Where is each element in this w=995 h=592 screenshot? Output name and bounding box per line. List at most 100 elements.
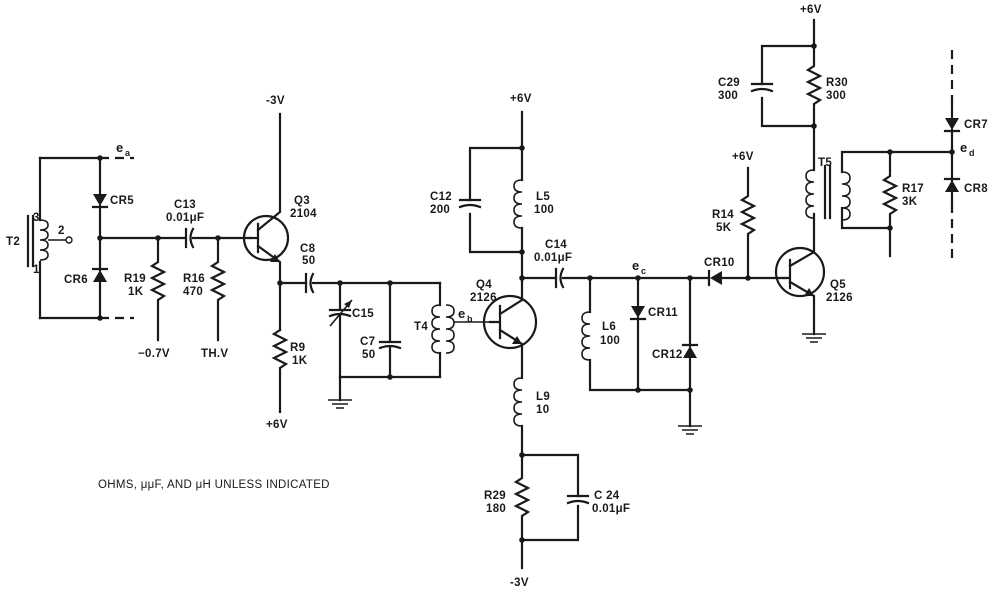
label-m07v: −0.7V <box>138 348 170 360</box>
label-q3: Q3 <box>294 195 310 207</box>
label-c14: C14 <box>545 239 567 251</box>
c15-arrowhead <box>344 300 352 308</box>
input-stage <box>26 155 252 342</box>
t5-primary-coil <box>805 169 815 219</box>
label-thv: TH.V <box>201 348 228 360</box>
q4-collector <box>498 276 524 316</box>
label-q3-m3v: -3V <box>266 95 285 107</box>
label-r16: R16 <box>183 273 205 285</box>
c12-capacitor <box>458 198 482 209</box>
label-t2: T2 <box>6 236 20 248</box>
label-t4: T4 <box>414 321 428 333</box>
r14-resistor <box>739 166 757 280</box>
label-r17-val: 3K <box>902 196 918 208</box>
r9-resistor <box>271 328 289 414</box>
q5-emitter-arrow <box>804 288 814 296</box>
q3-collector <box>256 112 282 232</box>
label-c12: C12 <box>430 191 452 203</box>
ec-network <box>581 275 702 435</box>
label-t2-pin2: 2 <box>58 225 65 237</box>
label-r29: R29 <box>484 490 506 502</box>
node-r30-bottom <box>811 123 817 129</box>
label-q5: Q5 <box>830 279 846 291</box>
label-c29-val: 300 <box>718 90 738 102</box>
label-cr11: CR11 <box>648 307 678 319</box>
label-r14: R14 <box>712 209 734 221</box>
label-c29: C29 <box>718 77 740 89</box>
r19-resistor <box>149 236 167 342</box>
q5-transistor <box>774 246 826 298</box>
label-c24: C 24 <box>594 490 620 502</box>
q5-collector <box>788 212 816 268</box>
node-r29-bottom <box>519 537 525 543</box>
r30-resistor <box>805 44 823 172</box>
q5-stage <box>707 166 826 343</box>
label-r9-val: 1K <box>292 355 308 367</box>
cr11-diode <box>631 306 645 318</box>
q4-transistor <box>482 294 538 350</box>
q3-transistor <box>242 214 290 262</box>
node-ed <box>949 149 955 155</box>
t2-tap-terminal <box>65 236 73 244</box>
label-l5-val: 100 <box>534 204 554 216</box>
label-q3-p6v: +6V <box>266 419 288 431</box>
label-r17: R17 <box>902 183 924 195</box>
label-c7-val: 50 <box>362 349 375 361</box>
label-ea: e <box>116 140 124 155</box>
label-ec-sub: c <box>641 266 646 276</box>
label-cr7: CR7 <box>964 119 988 131</box>
label-r14-p6v: +6V <box>732 151 754 163</box>
label-cr6: CR6 <box>64 274 88 286</box>
label-c8: C8 <box>300 243 316 255</box>
label-r19: R19 <box>124 273 146 285</box>
label-q4-val: 2126 <box>470 292 497 304</box>
label-c8-val: 50 <box>302 255 315 267</box>
c8-plate-b <box>309 272 315 294</box>
tank-c15-c7-t4 <box>328 280 490 409</box>
label-cr10: CR10 <box>704 257 735 269</box>
l6-inductor <box>581 311 591 361</box>
ground-cr12-symbol <box>678 425 702 435</box>
label-q4-m3v: -3V <box>510 577 529 589</box>
labels: T2 3 2 1 e a CR5 CR6 C13 0.01μF R19 1K R… <box>6 4 988 589</box>
node-cr12-bottom <box>687 387 693 393</box>
label-ec: e <box>632 258 640 273</box>
label-r30: R30 <box>826 77 848 89</box>
label-r30-val: 300 <box>826 90 846 102</box>
units-note: OHMS, μμF, AND μH UNLESS INDICATED <box>98 479 330 491</box>
label-l9: L9 <box>536 391 550 403</box>
q5-emitter <box>788 280 816 336</box>
q4-emitter <box>498 328 524 380</box>
label-q5-val: 2126 <box>826 292 853 304</box>
label-t5: T5 <box>818 157 832 169</box>
l9-inductor <box>513 377 523 427</box>
c24-capacitor <box>566 494 590 505</box>
t2-coil <box>39 219 49 261</box>
label-ed-sub: d <box>969 148 975 158</box>
cr5-diode <box>93 194 107 206</box>
wire-r29-c24-loop <box>520 453 580 542</box>
label-c13-val: 0.01μF <box>166 212 204 224</box>
t5-secondary-coil <box>841 171 851 221</box>
label-l6: L6 <box>602 321 616 333</box>
c14-plate-b <box>559 267 565 289</box>
label-top-p6v: +6V <box>800 4 822 16</box>
label-q3-val: 2104 <box>290 208 317 220</box>
c7-capacitor <box>378 281 402 379</box>
label-r29-val: 180 <box>486 503 506 515</box>
label-t2-pin1: 1 <box>33 264 40 276</box>
q4-base <box>488 304 502 340</box>
label-cr12: CR12 <box>652 349 683 361</box>
wire-l6 <box>588 276 692 392</box>
cr6-diode <box>93 270 107 282</box>
ground-q5-symbol <box>802 333 826 343</box>
node-ea <box>97 155 103 161</box>
label-r14-val: 5K <box>716 222 732 234</box>
label-eb: e <box>458 306 466 321</box>
c13-plate-b <box>189 227 195 249</box>
node-bottom <box>97 315 103 321</box>
wire-c29-loop <box>760 44 816 128</box>
label-c12-val: 200 <box>430 204 450 216</box>
